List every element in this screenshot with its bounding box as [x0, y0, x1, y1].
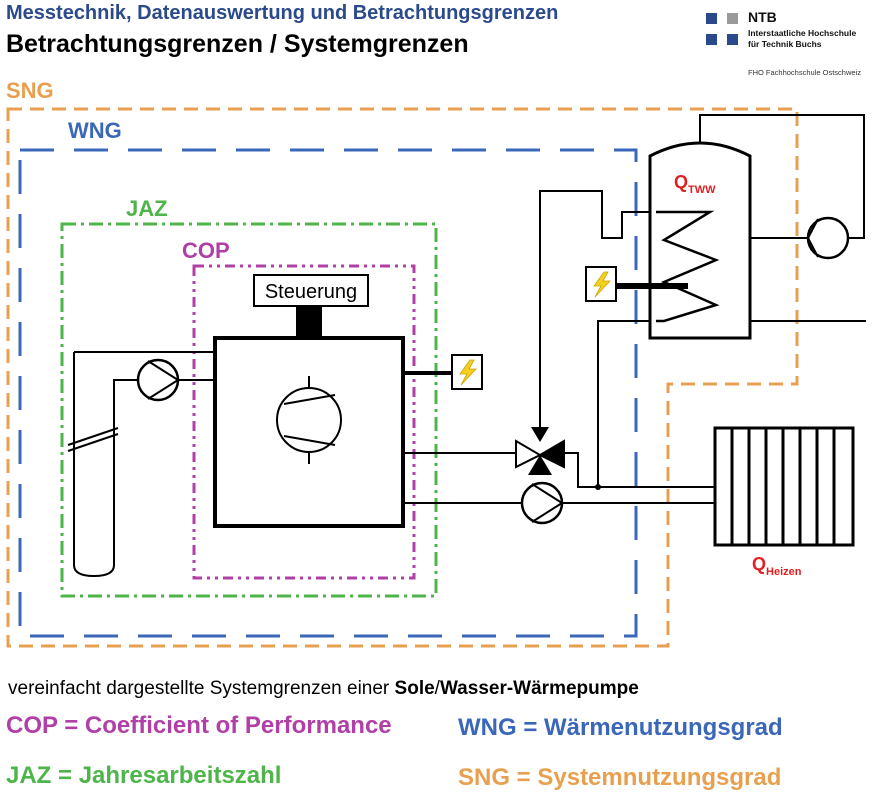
- logo-line-2: für Technik Buchs: [748, 39, 822, 49]
- three-way-valve-icon: [515, 439, 565, 475]
- page-title: Betrachtungsgrenzen / Systemgrenzen: [6, 30, 469, 58]
- cop-boundary: [192, 264, 416, 580]
- logo-square-icon: [727, 34, 738, 45]
- heat-exchanger-coil: [656, 210, 720, 323]
- logo-square-icon: [706, 13, 717, 24]
- dhw-return-line: [597, 320, 656, 487]
- dhw-tank: [648, 141, 752, 340]
- jaz-label: JAZ: [126, 196, 168, 221]
- junction-dot: [595, 484, 601, 490]
- legend-sng: SNG = Systemnutzungsgrad: [458, 764, 782, 791]
- control-connector: [296, 305, 322, 339]
- dhw-circulation-pump-icon: [806, 216, 850, 260]
- dhw-circulation-top: [699, 114, 865, 239]
- legend-jaz: JAZ = Jahresarbeitszahl: [6, 762, 282, 789]
- jaz-boundary: [60, 222, 438, 598]
- header-subtitle: Messtechnik, Datenauswertung und Betrach…: [6, 2, 559, 24]
- source-pump-icon: [136, 358, 180, 402]
- heating-pump-icon: [520, 481, 564, 525]
- sng-boundary: [6, 107, 799, 648]
- logo-line-1: Interstaatliche Hochschule: [748, 28, 857, 38]
- heating-rod-power-icon: [585, 266, 617, 302]
- logo-line-3: FHO Fachhochschule Ostschweiz: [748, 68, 861, 77]
- logo-square-icon: [706, 34, 717, 45]
- ntb-logo: NTB Interstaatliche Hochschule für Techn…: [702, 6, 870, 78]
- heating-rod: [616, 283, 688, 289]
- legend-wng: WNG = Wärmenutzungsgrad: [458, 714, 783, 741]
- sng-label: SNG: [6, 78, 54, 103]
- q-tww-label: QTWW: [674, 172, 716, 196]
- logo-square-icon: [727, 13, 738, 24]
- compressor-icon: [276, 376, 342, 464]
- q-heizen-label: QHeizen: [752, 554, 802, 578]
- ground-probe: [73, 351, 214, 578]
- valve-control-line: [539, 190, 656, 427]
- probe-break-mark: [67, 427, 119, 446]
- diagram-caption: vereinfacht dargestellte Systemgrenzen e…: [8, 678, 639, 699]
- control-label: Steuerung: [265, 281, 357, 303]
- logo-name: NTB: [748, 9, 777, 25]
- control-box: [253, 274, 369, 307]
- electric-power-icon: [451, 354, 483, 390]
- probe-break-mark: [67, 433, 119, 452]
- control-arrow-icon: [531, 427, 549, 442]
- radiator: [713, 426, 855, 547]
- valve-to-heating: [562, 452, 715, 488]
- wng-label: WNG: [68, 118, 122, 143]
- legend-cop: COP = Coefficient of Performance: [6, 712, 392, 739]
- wng-boundary: [18, 148, 638, 638]
- cop-label: COP: [182, 238, 230, 263]
